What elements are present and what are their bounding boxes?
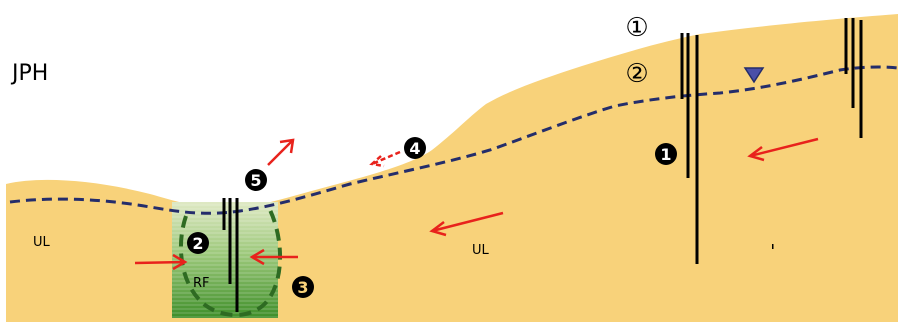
svg-text:5: 5 — [250, 171, 261, 190]
svg-text:4: 4 — [409, 139, 420, 158]
svg-text:2: 2 — [192, 234, 203, 253]
water-table-marker-icon — [743, 67, 765, 84]
flow-arrow-1 — [747, 137, 819, 162]
flow-arrow-5 — [267, 138, 295, 166]
restored-feature — [172, 202, 283, 318]
well-cluster-rf — [222, 198, 239, 312]
marker-2: 2 — [187, 232, 209, 254]
label-rf: RF — [193, 276, 210, 291]
flow-arrow-6 — [369, 150, 401, 168]
water-table-line — [9, 65, 898, 215]
flow-arrow-4 — [249, 248, 298, 266]
marker-1: 1 — [655, 143, 677, 165]
flow-arrow-2 — [429, 211, 504, 237]
label-ul-center: UL — [472, 243, 490, 258]
svg-text:1: 1 — [660, 145, 671, 164]
diagram-title: JPH — [10, 61, 48, 86]
tiny-tick-mark — [772, 244, 774, 249]
flow-arrow-3 — [134, 253, 188, 271]
outline-circled-number-1: ① — [625, 13, 648, 43]
flow-arrows — [134, 137, 819, 271]
well-cluster-far-right — [844, 18, 863, 138]
marker-3: 3 — [292, 276, 314, 298]
svg-text:3: 3 — [297, 278, 308, 297]
outline-circled-number-2: ② — [625, 59, 648, 89]
marker-4: 4 — [404, 137, 426, 159]
soil-body — [6, 14, 898, 322]
well-cluster-right — [680, 33, 699, 264]
marker-5: 5 — [245, 169, 267, 191]
label-ul-left: UL — [33, 235, 51, 250]
